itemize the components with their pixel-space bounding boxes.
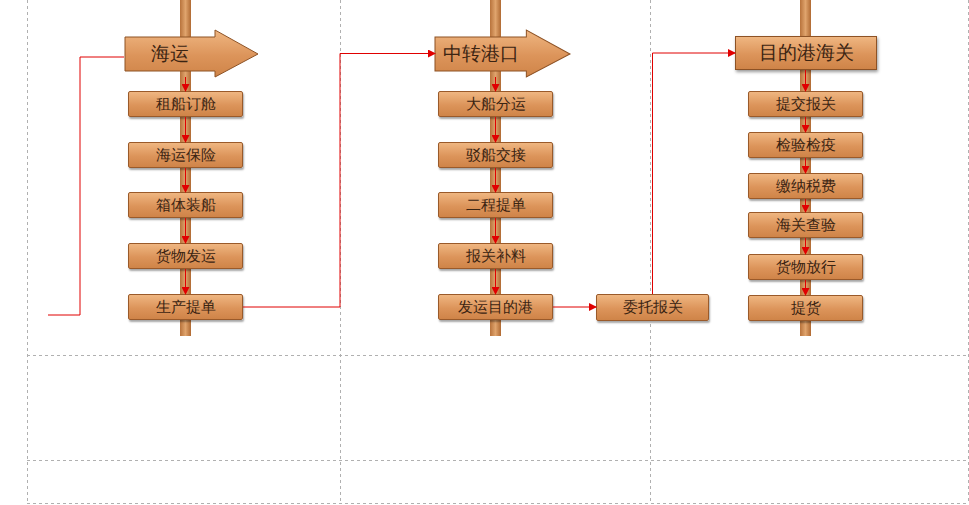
wood-board: 缴纳税费 [748,173,863,199]
flow-arrow [185,218,186,243]
node-label: 缴纳税费 [776,177,836,196]
node-label: 海关查验 [776,216,836,235]
flow-arrow [553,307,596,308]
wood-board: 租船订舱 [128,91,243,117]
flow-arrow [805,199,806,212]
grid-line [27,355,969,356]
flow-arrow [185,77,186,91]
node-label: 二程提单 [466,196,526,215]
node-label: 发运目的港 [458,298,533,317]
wood-board: 驳船交接 [438,142,553,168]
wood-board: 箱体装船 [128,192,243,218]
flow-arrow [495,269,496,294]
wood-board: 货物放行 [748,254,863,280]
wood-board: 海运保险 [128,142,243,168]
flow-arrow [495,117,496,142]
node-label: 驳船交接 [466,146,526,165]
flow-arrow [653,53,736,294]
header-sign: 目的港海关 [735,36,877,70]
grid-line [968,0,969,504]
node-label: 货物放行 [776,258,836,277]
arrow-sign: 中转港口 [435,30,570,77]
wood-board: 提货 [748,295,863,321]
flow-arrow [805,238,806,254]
flow-arrow [495,168,496,192]
node-label: 生产提单 [156,298,216,317]
node-label: 检验检疫 [776,136,836,155]
flow-arrow [243,54,435,308]
flow-arrow [495,218,496,243]
flow-arrow [185,269,186,294]
node-label: 提交报关 [776,95,836,114]
node-label: 委托报关 [623,298,683,317]
wood-board: 大船分运 [438,91,553,117]
flow-arrow [805,158,806,173]
flow-arrow [805,70,806,91]
wood-board: 海关查验 [748,212,863,238]
grid-line [340,0,341,504]
wood-board: 检验检疫 [748,132,863,158]
wood-board: 发运目的港 [438,294,553,320]
grid-line [27,460,969,461]
wood-board: 报关补料 [438,243,553,269]
wood-board: 货物发运 [128,243,243,269]
flow-arrow [185,168,186,192]
grid-line [27,0,28,504]
wood-board: 二程提单 [438,192,553,218]
arrow-outline [125,30,258,77]
node-label: 海运 [151,41,189,67]
node-label: 提货 [791,299,821,318]
flow-arrow [495,77,496,91]
wood-board: 生产提单 [128,294,243,320]
arrow-sign: 海运 [125,30,258,77]
node-label: 箱体装船 [156,196,216,215]
node-label: 大船分运 [466,95,526,114]
flow-arrow [185,117,186,142]
wood-board: 提交报关 [748,91,863,117]
node-label: 租船订舱 [156,95,216,114]
node-label: 中转港口 [443,41,519,67]
wood-board: 委托报关 [596,294,709,321]
node-label: 海运保险 [156,146,216,165]
grid-line [27,503,969,504]
grid-line [650,0,651,504]
node-label: 目的港海关 [759,40,854,66]
node-label: 报关补料 [466,247,526,266]
node-label: 货物发运 [156,247,216,266]
flow-arrow [805,280,806,295]
entry-line [48,57,124,315]
flow-arrow [805,117,806,132]
